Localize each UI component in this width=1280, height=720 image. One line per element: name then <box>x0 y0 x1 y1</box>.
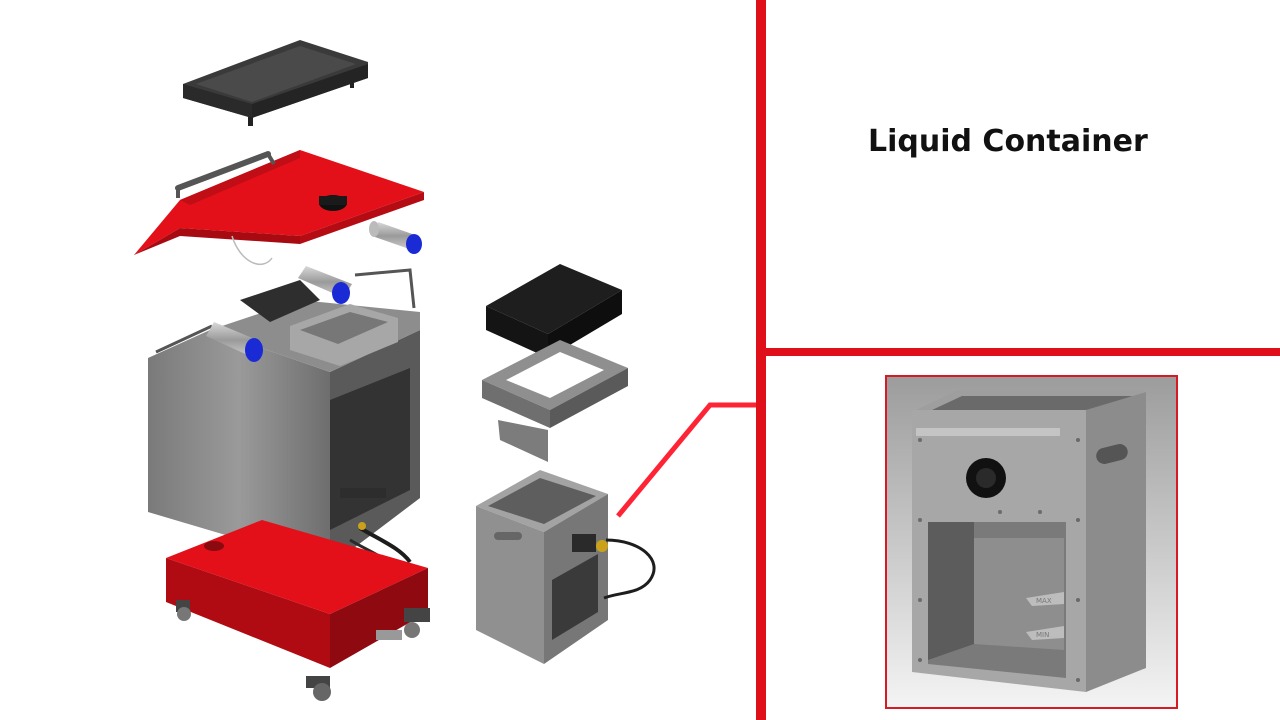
min-tab-label: MIN <box>1036 631 1049 639</box>
lid-handle <box>175 151 271 191</box>
top-tray <box>183 40 368 126</box>
red-lid <box>134 150 424 266</box>
filter-frame <box>482 340 628 462</box>
vertical-divider <box>756 0 766 720</box>
horizontal-divider <box>766 348 1280 356</box>
max-tab-label: MAX <box>1036 597 1052 605</box>
cabinet-roller-top <box>298 266 352 304</box>
level-tabs: MAX MIN <box>1026 592 1064 640</box>
red-base-cart <box>166 520 430 701</box>
foam-block <box>486 264 622 358</box>
cabinet-roller-front <box>206 322 263 362</box>
main-cabinet <box>148 268 420 566</box>
slide-title: Liquid Container <box>868 124 1148 159</box>
roller-part <box>369 221 422 254</box>
liquid-container-part <box>476 470 656 664</box>
callout-line <box>616 402 762 518</box>
container-inset-image: MAX MIN <box>885 375 1178 709</box>
